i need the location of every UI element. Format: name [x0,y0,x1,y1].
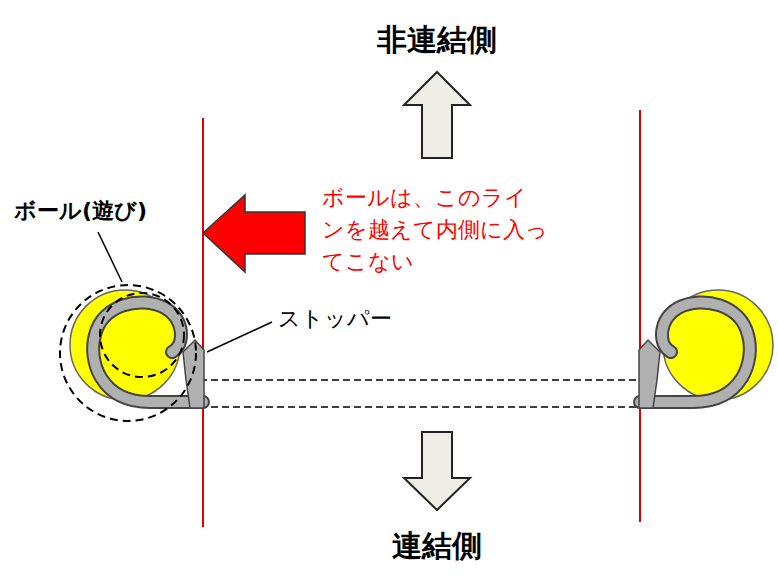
direction-arrow [404,72,470,158]
dashed-band [200,406,640,408]
direction-arrow [404,432,470,510]
side-label: 連結側 [392,526,482,567]
play-circle [100,293,184,377]
leader-line [207,322,272,352]
limit-arrow [203,195,305,272]
ball-hook [639,290,773,408]
side-label: 非連結側 [377,20,497,61]
part-label: ストッパー [278,304,392,334]
boundary-line [639,110,641,522]
play-circle [60,285,196,421]
part-label: ボール(遊び) [14,196,147,226]
note-text: ボールは、このラインを越えて内側に入ってこない [322,182,549,278]
dashed-band [200,379,640,381]
leader-line [98,232,122,282]
boundary-line [202,118,204,527]
